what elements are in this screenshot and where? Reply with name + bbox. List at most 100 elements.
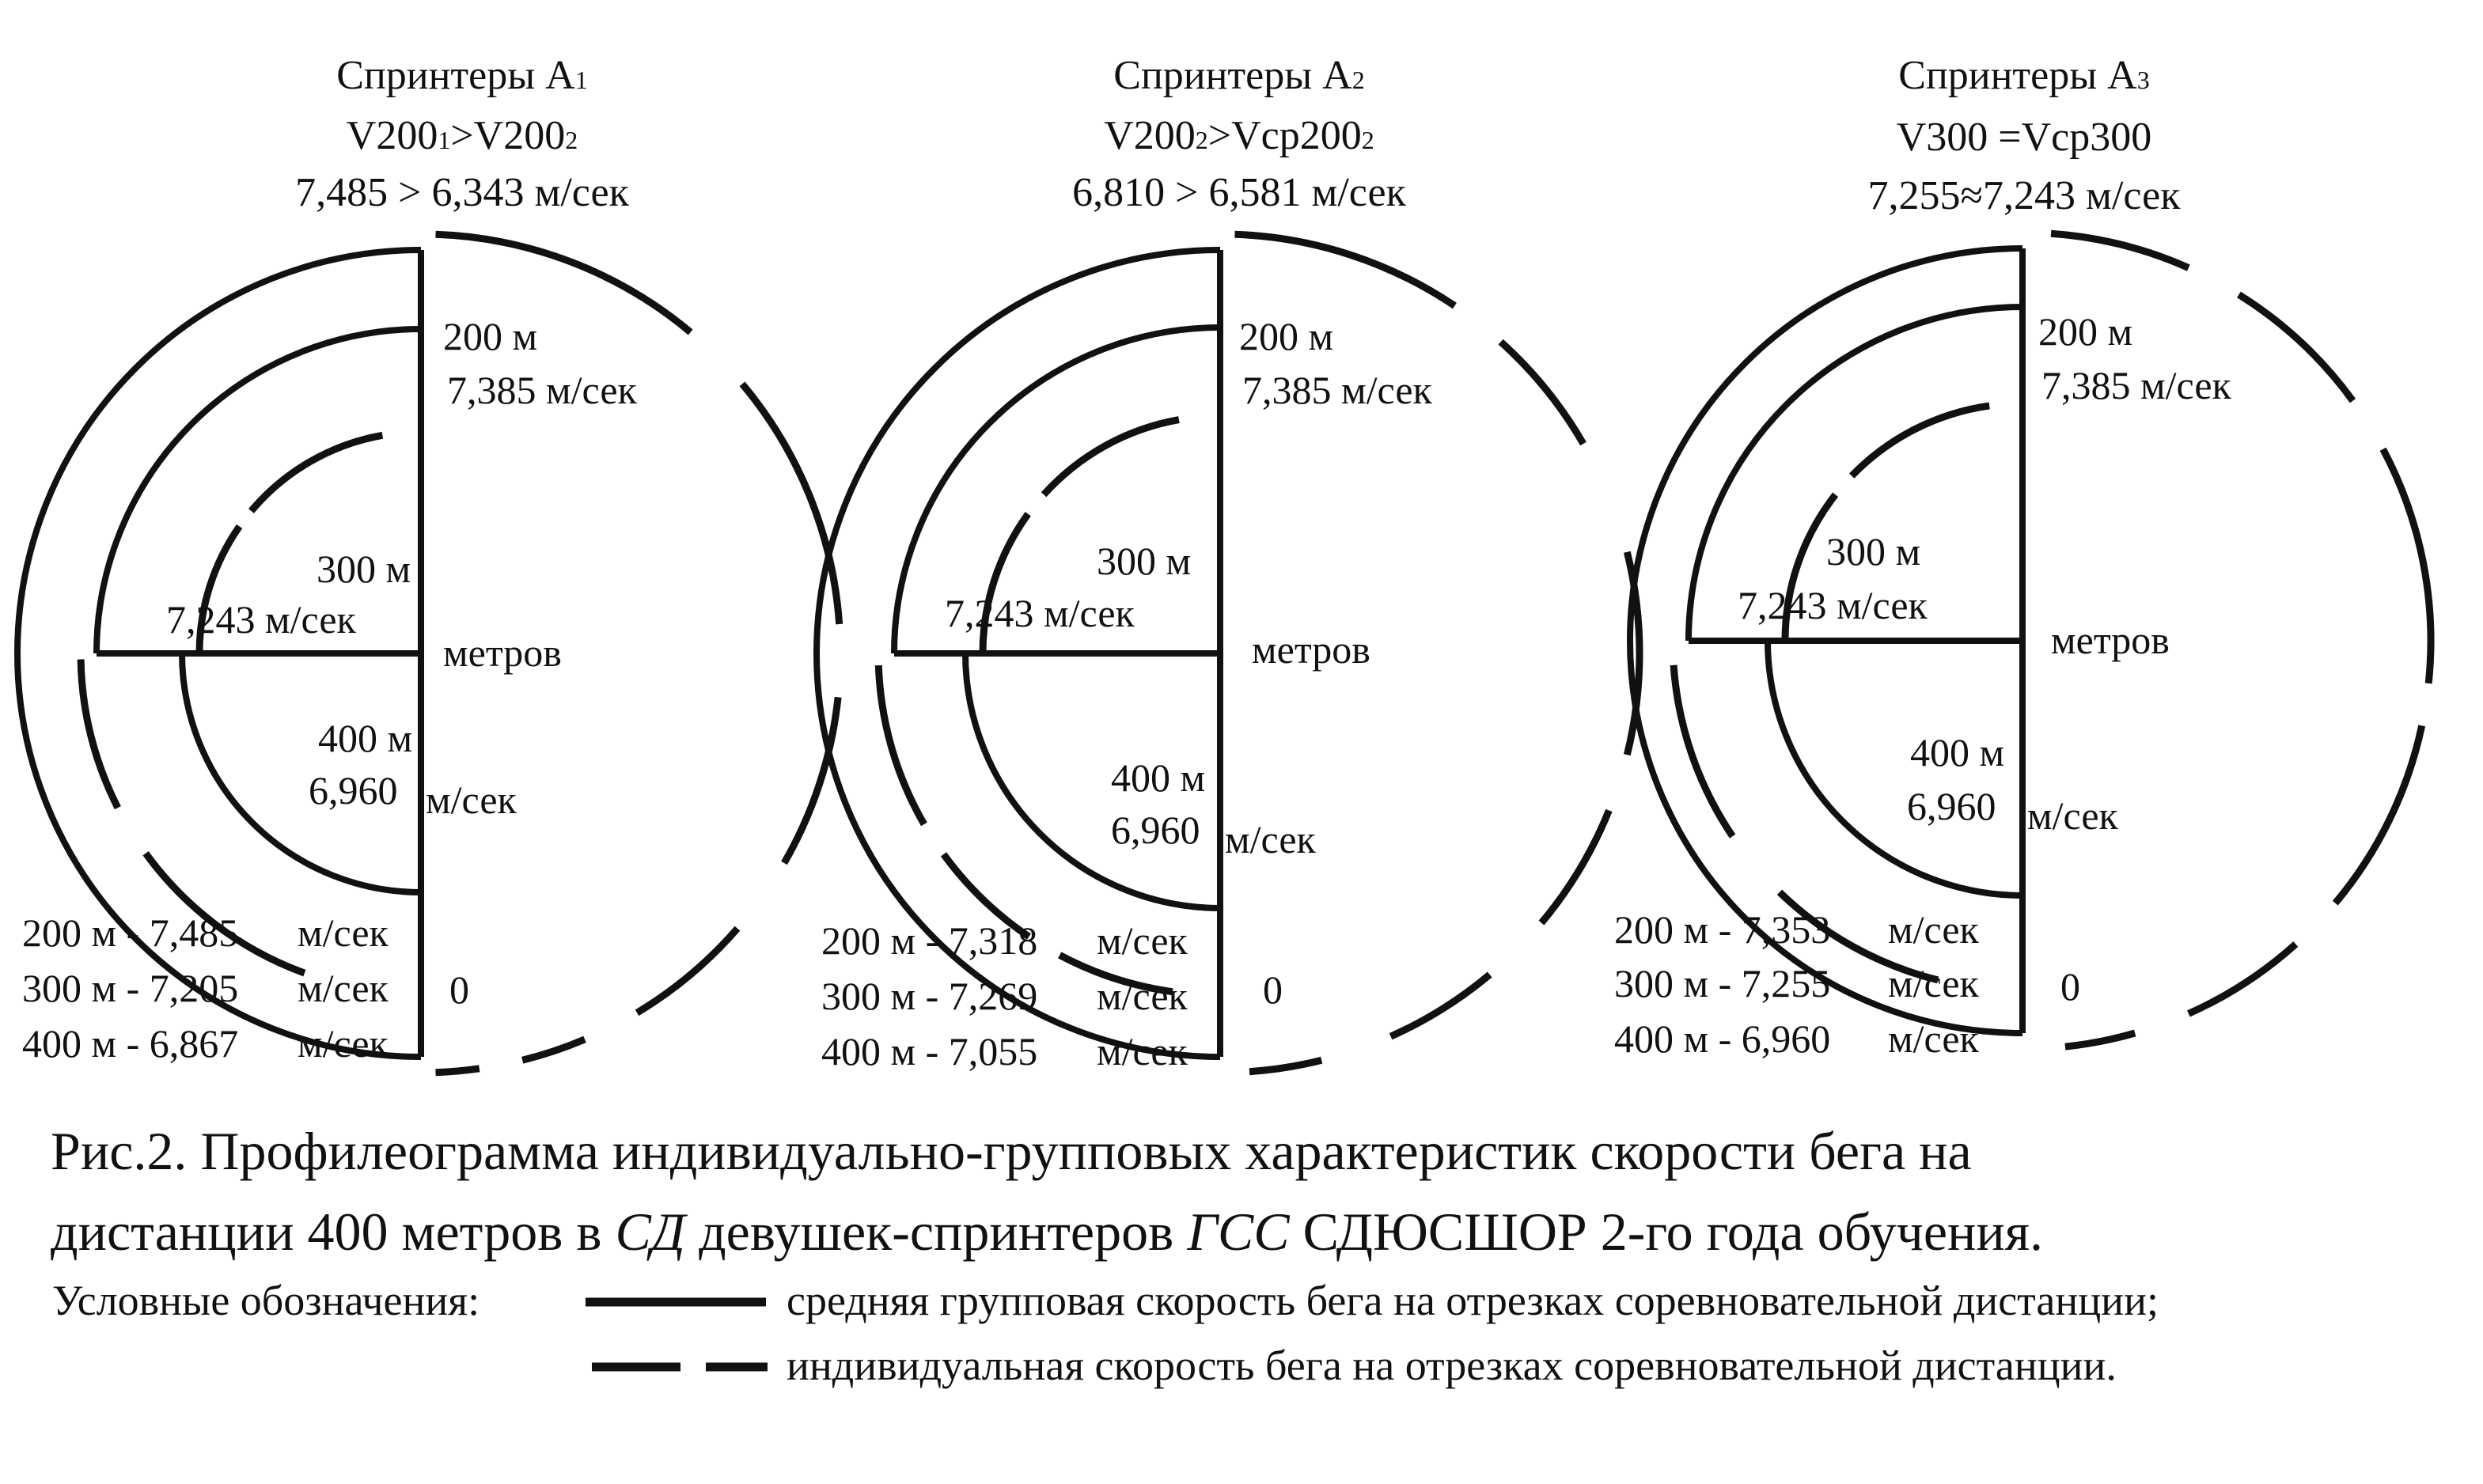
- arc-400m-dash: [1848, 402, 1990, 479]
- caption-run: девушек-спринтеров: [685, 1202, 1187, 1262]
- summary-row-2-speed: 300 м - 7,269: [821, 974, 1037, 1018]
- label-200m-speed: 7,385 м/сек: [447, 368, 638, 412]
- diagram-title: Спринтеры А3: [1898, 53, 2149, 98]
- label-400m-distance: 400 м: [318, 716, 412, 760]
- subscript: 1: [575, 66, 588, 94]
- label-400m-distance: 400 м: [1111, 755, 1205, 800]
- arc-400m-dash: [248, 431, 384, 513]
- arc-300m-dash: [1776, 889, 1939, 984]
- label-400m-speed-unit: м/сек: [2027, 793, 2119, 838]
- arc-400m-dash: [195, 524, 243, 654]
- label-300m-speed: 7,243 м/сек: [945, 591, 1135, 635]
- arc-400m-solid: [1765, 640, 2023, 899]
- arc-200m-dash: [1249, 1056, 1323, 1076]
- arc-400m-dash: [1781, 492, 1839, 642]
- text-run: V200: [1104, 113, 1196, 158]
- label-200m-distance: 200 м: [1239, 314, 1333, 358]
- arc-200m-dash: [2064, 1029, 2136, 1051]
- label-meters: метров: [443, 630, 562, 675]
- label-400m-speed-unit: м/сек: [426, 778, 517, 822]
- label-400m-speed-unit: м/сек: [1225, 817, 1317, 861]
- label-400m-distance: 400 м: [1910, 730, 2004, 774]
- figure-caption: Рис.2. Профилеограмма индивидуально-груп…: [51, 1121, 2043, 1262]
- text-run: V300 =Vср300: [1897, 115, 2152, 160]
- arc-200m-dash: [1538, 808, 1613, 926]
- summary-row-2-unit: м/сек: [1097, 974, 1188, 1018]
- arc-200m-dash: [2332, 725, 2426, 906]
- label-200m-distance: 200 м: [443, 314, 537, 358]
- label-200m-distance: 200 м: [2038, 309, 2132, 354]
- summary-row-2-speed: 300 м - 7,255: [1614, 961, 1830, 1005]
- caption-run: СДЮСШОР 2-го года обучения.: [1290, 1202, 2043, 1262]
- summary-row-1-unit: м/сек: [1888, 907, 1980, 952]
- subscript: 3: [2137, 66, 2150, 94]
- diagram-title: Спринтеры А2: [1113, 53, 1364, 98]
- legend-dashed-text: индивидуальная скорость бега на отрезках…: [787, 1342, 2117, 1389]
- arc-300m-solid: [1685, 304, 2023, 642]
- caption-italic-run: ГСС: [1186, 1202, 1290, 1262]
- label-200m-speed: 7,385 м/сек: [2041, 363, 2232, 407]
- summary-row-2-unit: м/сек: [298, 966, 389, 1010]
- label-meters: метров: [1252, 627, 1370, 672]
- arc-200m-dash: [635, 926, 741, 1016]
- arc-200m-dash: [2187, 941, 2299, 1017]
- speed-ratio: V2001>V2002: [347, 113, 578, 158]
- summary-row-3-speed: 400 м - 6,867: [22, 1021, 238, 1066]
- label-300m-distance: 300 м: [317, 547, 411, 591]
- legend: Условные обозначения: средняя групповая …: [52, 1277, 2159, 1389]
- summary-row-3-unit: м/сек: [1888, 1016, 1980, 1061]
- text-run: Спринтеры А: [1113, 53, 1352, 98]
- summary-row-2-speed: 300 м - 7,205: [22, 966, 238, 1010]
- text-run: Спринтеры А: [1898, 53, 2137, 98]
- summary-row-2-unit: м/сек: [1888, 961, 1980, 1005]
- speed-ratio: V300 =Vср300: [1897, 115, 2152, 160]
- label-300m-distance: 300 м: [1097, 539, 1191, 583]
- arc-400m-solid: [179, 653, 422, 895]
- subscript: 2: [565, 126, 578, 154]
- speed-comparison: 7,485 > 6,343 м/сек: [295, 170, 629, 215]
- caption-line-1: Рис.2. Профилеограмма индивидуально-груп…: [51, 1121, 1972, 1181]
- label-400m-speed-value: 6,960: [1111, 808, 1200, 852]
- arc-300m-dash: [142, 851, 306, 977]
- text-run: V200: [347, 113, 438, 158]
- summary-row-3-unit: м/сек: [298, 1021, 389, 1066]
- caption-run: дистанции 400 метров в: [51, 1202, 615, 1262]
- arc-200m-dash: [1234, 230, 1457, 309]
- summary-row-3-speed: 400 м - 7,055: [821, 1029, 1037, 1073]
- arc-200m-dash: [2379, 447, 2435, 684]
- caption-line-2: дистанции 400 метров в СД девушек-спринт…: [51, 1202, 2043, 1262]
- arc-200m-dash: [1389, 971, 1492, 1040]
- label-200m-speed: 7,385 м/сек: [1242, 368, 1433, 412]
- label-300m-distance: 300 м: [1826, 529, 1920, 574]
- arc-300m-solid: [891, 324, 1221, 654]
- subscript: 2: [1362, 126, 1374, 154]
- summary-row-1-speed: 200 м - 7,485: [22, 910, 238, 955]
- subscript: 1: [438, 126, 450, 154]
- arc-200m-dash: [435, 1065, 480, 1077]
- legend-title: Условные обозначения:: [52, 1277, 480, 1324]
- label-300m-speed: 7,243 м/сек: [1738, 583, 1928, 627]
- subscript: 2: [1196, 126, 1208, 154]
- label-300m-speed: 7,243 м/сек: [166, 597, 357, 642]
- label-zero: 0: [2060, 964, 2080, 1009]
- label-400m-speed-value: 6,960: [1907, 784, 1996, 828]
- summary-row-1-unit: м/сек: [1097, 918, 1188, 963]
- summary-row-1-speed: 200 м - 7,353: [1614, 907, 1830, 952]
- summary-row-3-speed: 400 м - 6,960: [1614, 1016, 1830, 1061]
- arc-200m-dash: [521, 1035, 586, 1064]
- speed-comparison: 6,810 > 6,581 м/сек: [1072, 170, 1406, 215]
- arc-200m-dash: [2050, 229, 2190, 271]
- summary-row-3-unit: м/сек: [1097, 1029, 1188, 1073]
- speed-comparison: 7,255≈7,243 м/сек: [1868, 173, 2182, 218]
- arc-400m-solid: [962, 653, 1221, 911]
- text-run: >Vср200: [1208, 113, 1362, 158]
- label-zero: 0: [1263, 967, 1283, 1012]
- label-zero: 0: [449, 967, 469, 1012]
- arc-300m-solid: [93, 326, 422, 654]
- arc-200m-dash: [1498, 339, 1586, 446]
- arc-300m-dash: [77, 659, 121, 810]
